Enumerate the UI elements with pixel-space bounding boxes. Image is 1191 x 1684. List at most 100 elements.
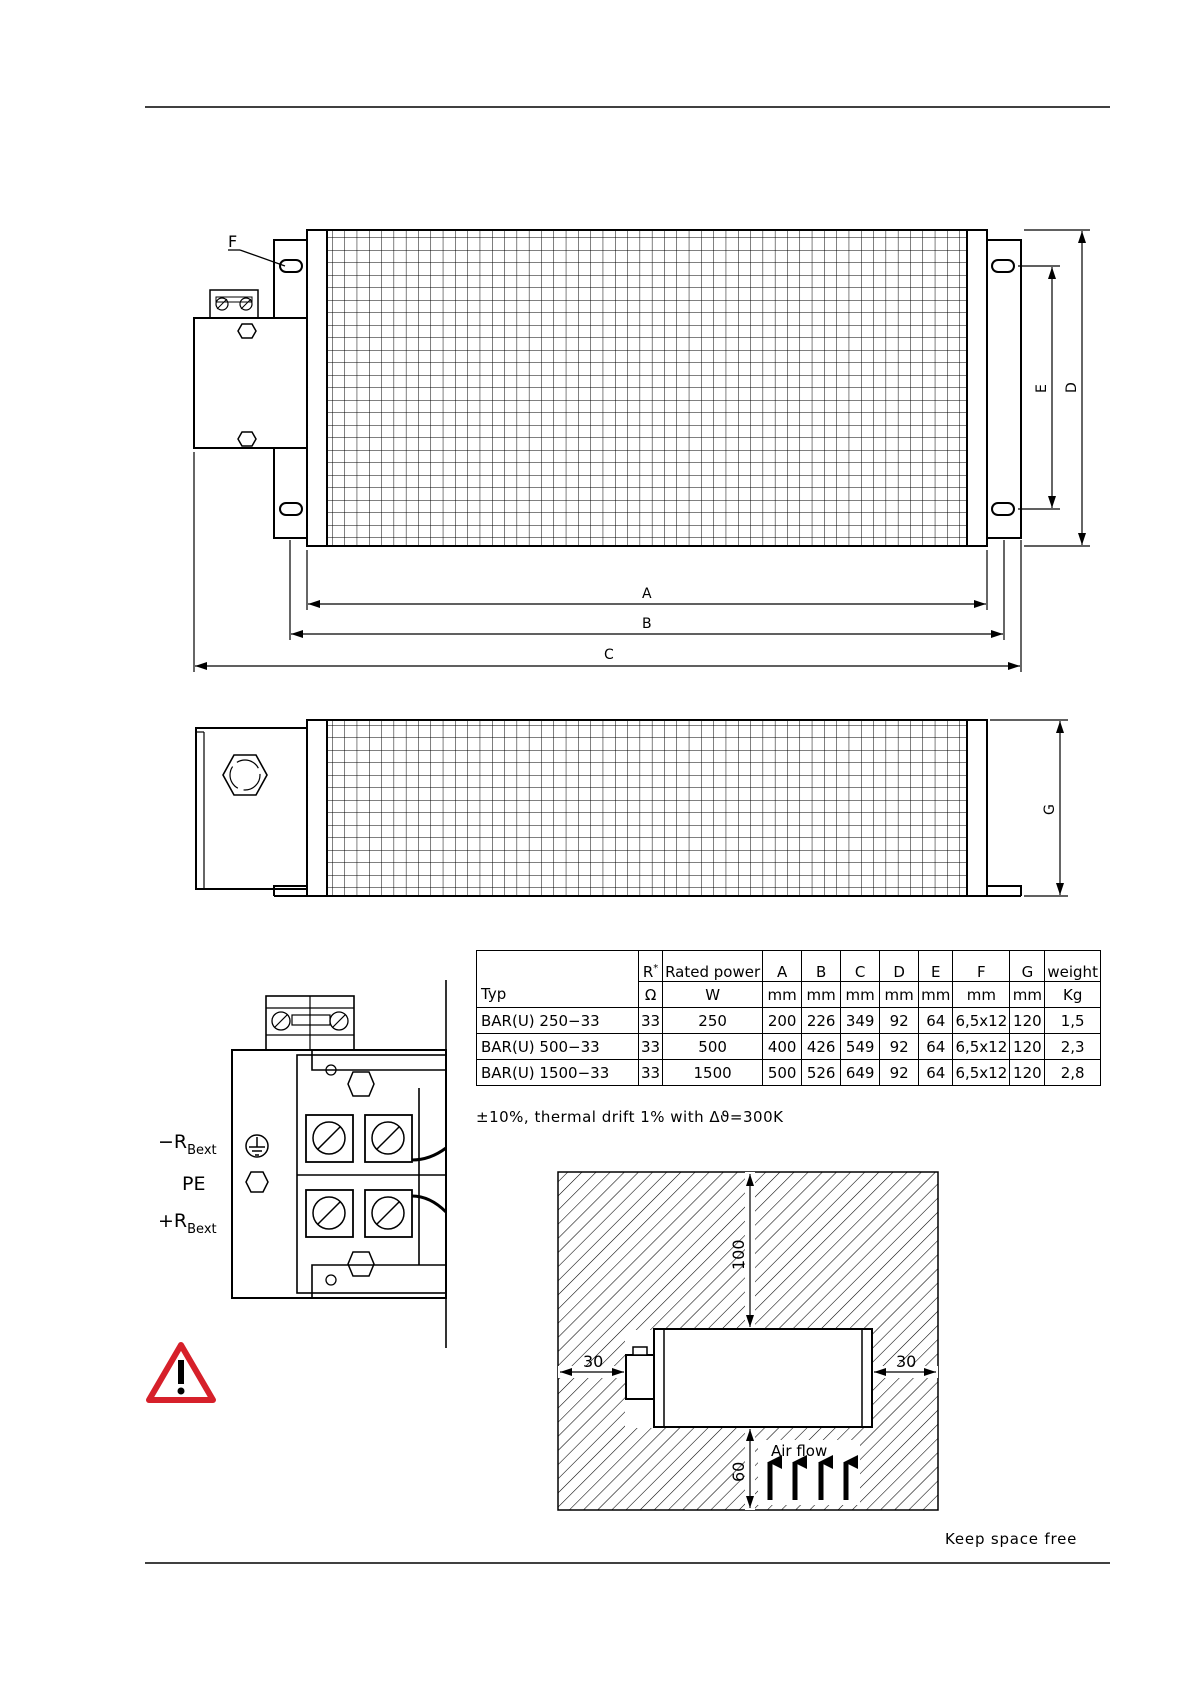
dim-label-f: F bbox=[228, 232, 237, 251]
terminal-screw bbox=[305, 1114, 354, 1163]
pe-screw-icon bbox=[245, 1171, 269, 1193]
table-cell: 349 bbox=[840, 1007, 881, 1034]
table-cell: BAR(U) 1500−33 bbox=[476, 1059, 639, 1086]
warning-triangle-icon bbox=[146, 1342, 216, 1403]
table-footnote: ±10%, thermal drift 1% with Δϑ=300K bbox=[476, 1108, 784, 1126]
mounting-slot bbox=[279, 259, 303, 273]
table-cell: 549 bbox=[840, 1033, 881, 1060]
top-view bbox=[193, 229, 1022, 547]
table-unit-cell: Ω bbox=[637, 981, 664, 1008]
screw-icon bbox=[237, 431, 257, 447]
table-header-cell bbox=[476, 950, 639, 982]
table-cell: 64 bbox=[918, 1059, 954, 1086]
table-unit-cell: Kg bbox=[1044, 981, 1101, 1008]
terminal-block bbox=[209, 289, 259, 319]
terminal-screw bbox=[305, 1189, 354, 1238]
table-cell: 33 bbox=[637, 1007, 664, 1034]
table-unit-cell: mm bbox=[952, 981, 1011, 1008]
table-cell: 64 bbox=[918, 1007, 954, 1034]
terminal-screw bbox=[364, 1114, 413, 1163]
right-bracket bbox=[984, 239, 1022, 539]
table-cell: 500 bbox=[662, 1033, 764, 1060]
table-units-row: Typ Ω W mm mm mm mm mm mm mm Kg bbox=[476, 981, 1101, 1008]
table-header-cell: C bbox=[840, 950, 881, 982]
table-header-cell: G bbox=[1009, 950, 1046, 982]
table-cell: 92 bbox=[879, 1033, 920, 1060]
table-unit-cell: mm bbox=[840, 981, 881, 1008]
table-unit-cell: mm bbox=[918, 981, 954, 1008]
mesh-grid bbox=[326, 229, 968, 547]
mounting-slot bbox=[279, 502, 303, 516]
table-cell: 2,3 bbox=[1044, 1033, 1101, 1060]
airflow-arrows bbox=[767, 1455, 858, 1500]
table-cell: 64 bbox=[918, 1033, 954, 1060]
table-header-row: R* Rated power A B C D E F G weight bbox=[476, 950, 1101, 982]
table-unit-cell: mm bbox=[762, 981, 803, 1008]
table-cell: 526 bbox=[801, 1059, 842, 1086]
table-row: BAR(U) 500−33 33 500 400 426 549 92 64 6… bbox=[476, 1033, 1101, 1060]
dim-label-b: B bbox=[642, 616, 652, 632]
clearance-top-label: 100 bbox=[729, 1239, 748, 1270]
table-row: BAR(U) 250−33 33 250 200 226 349 92 64 6… bbox=[476, 1007, 1101, 1034]
table-header-cell: D bbox=[879, 950, 920, 982]
screw-icon bbox=[237, 323, 257, 339]
table-cell: 500 bbox=[762, 1059, 803, 1086]
dim-label-a: A bbox=[642, 586, 652, 602]
terminal-plus-label: +RBext bbox=[158, 1210, 217, 1237]
terminal-pe-label: PE bbox=[182, 1173, 205, 1195]
table-cell: 1500 bbox=[662, 1059, 764, 1086]
table-unit-cell: mm bbox=[801, 981, 842, 1008]
table-unit-cell: mm bbox=[1009, 981, 1046, 1008]
mounting-slot bbox=[991, 502, 1015, 516]
table-header-cell: weight bbox=[1044, 950, 1101, 982]
airflow-label: Air flow bbox=[771, 1442, 827, 1460]
table-cell: 120 bbox=[1009, 1033, 1046, 1060]
table-cell: 33 bbox=[637, 1059, 664, 1086]
side-mesh-grid bbox=[326, 719, 968, 897]
table-unit-cell: Typ bbox=[476, 981, 639, 1008]
table-cell: BAR(U) 250−33 bbox=[476, 1007, 639, 1034]
table-cell: 426 bbox=[801, 1033, 842, 1060]
table-row: BAR(U) 1500−33 33 1500 500 526 649 92 64… bbox=[476, 1059, 1101, 1086]
clearance-bottom-label: 60 bbox=[729, 1462, 748, 1482]
mounting-slot bbox=[991, 259, 1015, 273]
table-unit-cell: mm bbox=[879, 981, 920, 1008]
dim-label-c: C bbox=[604, 647, 614, 663]
terminal-screw bbox=[364, 1189, 413, 1238]
dim-g bbox=[990, 719, 1068, 897]
table-cell: 400 bbox=[762, 1033, 803, 1060]
ground-icon bbox=[245, 1134, 269, 1158]
table-cell: 250 bbox=[662, 1007, 764, 1034]
terminal-box bbox=[193, 317, 308, 449]
table-unit-cell: W bbox=[662, 981, 764, 1008]
table-cell: 6,5x12 bbox=[952, 1059, 1011, 1086]
clearance-left-label: 30 bbox=[583, 1352, 603, 1371]
dim-label-g: G bbox=[1042, 804, 1058, 815]
dimension-lines bbox=[193, 229, 1090, 672]
table-cell: 649 bbox=[840, 1059, 881, 1086]
spec-table: R* Rated power A B C D E F G weight Typ … bbox=[476, 950, 1101, 1086]
table-header-cell: A bbox=[762, 950, 803, 982]
clearance-right-label: 30 bbox=[896, 1352, 916, 1371]
dim-label-e: E bbox=[1034, 384, 1050, 393]
side-view bbox=[195, 719, 1022, 897]
side-terminal-box bbox=[195, 727, 308, 890]
table-header-cell: B bbox=[801, 950, 842, 982]
clearance-diagram bbox=[557, 1171, 939, 1511]
terminal-detail bbox=[231, 980, 448, 1348]
table-cell: 226 bbox=[801, 1007, 842, 1034]
table-cell: 2,8 bbox=[1044, 1059, 1101, 1086]
table-header-cell: Rated power bbox=[662, 950, 764, 982]
terminal-minus-label: −RBext bbox=[158, 1131, 217, 1158]
table-cell: 92 bbox=[879, 1059, 920, 1086]
table-header-cell: R* bbox=[637, 950, 664, 982]
keep-space-free-label: Keep space free bbox=[945, 1530, 1078, 1548]
table-cell: 6,5x12 bbox=[952, 1007, 1011, 1034]
table-header-cell: E bbox=[918, 950, 954, 982]
cable-gland-icon bbox=[222, 754, 268, 796]
clearance-resistor bbox=[653, 1328, 873, 1428]
table-cell: BAR(U) 500−33 bbox=[476, 1033, 639, 1060]
table-cell: 120 bbox=[1009, 1059, 1046, 1086]
table-cell: 33 bbox=[637, 1033, 664, 1060]
